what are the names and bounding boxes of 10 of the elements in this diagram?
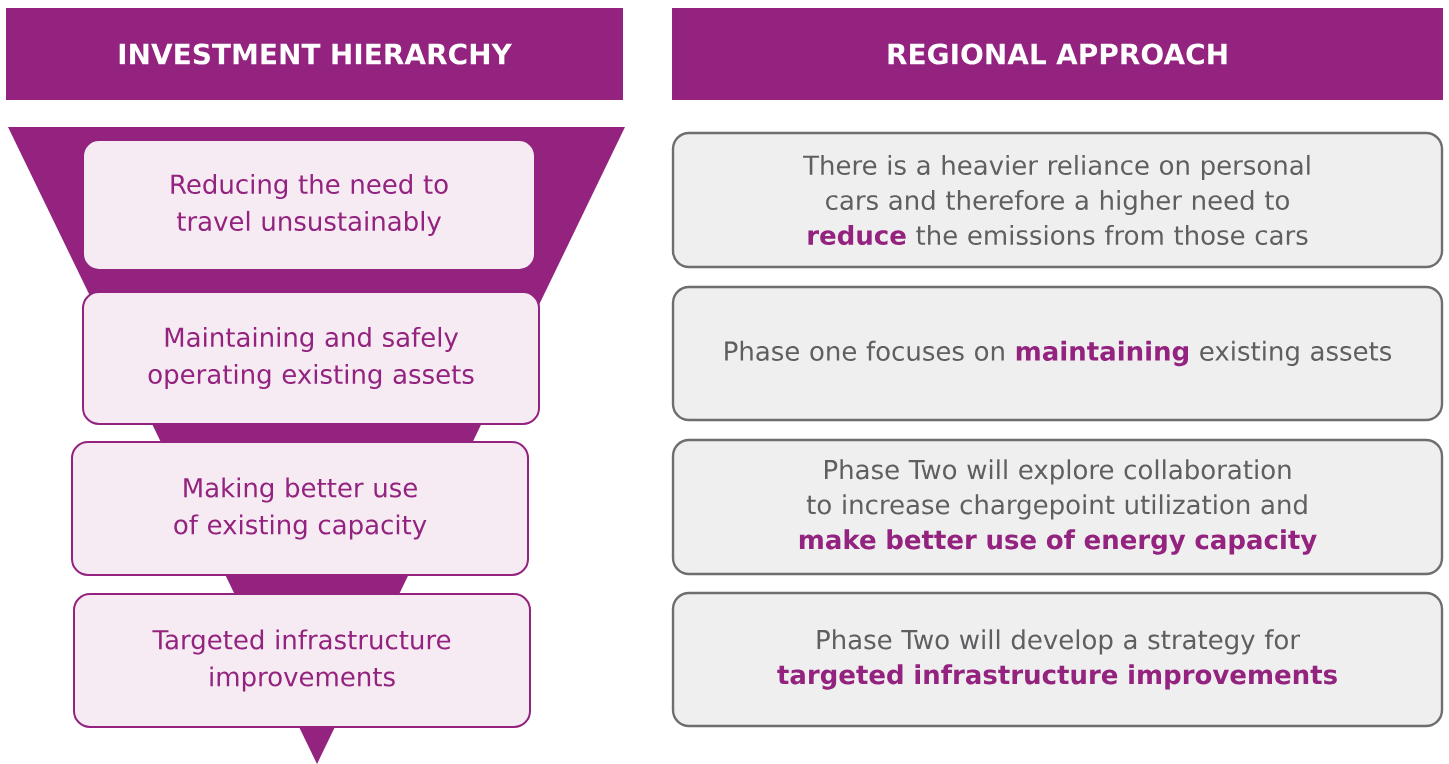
hierarchy-box: Making better use of existing capacity — [71, 441, 529, 576]
header-band: INVESTMENT HIERARCHY — [6, 8, 623, 100]
hierarchy-box: Targeted infrastructure improvements — [73, 593, 531, 728]
approach-box: There is a heavier reliance on personal cars and therefore a higher need to reduce the emissions from those cars — [671, 131, 1444, 269]
header-band: REGIONAL APPROACH — [672, 8, 1443, 100]
approach-box: Phase Two will explore collaboration to increase chargepoint utilization and make better use of energy capacity — [671, 438, 1444, 576]
hierarchy-box: Maintaining and safely operating existing assets — [82, 291, 540, 425]
hierarchy-box: Reducing the need to travel unsustainably — [82, 139, 536, 271]
approach-box: Phase one focuses on maintaining existing assets — [671, 285, 1444, 422]
approach-box: Phase Two will develop a strategy for targeted infrastructure improvements — [671, 591, 1444, 728]
